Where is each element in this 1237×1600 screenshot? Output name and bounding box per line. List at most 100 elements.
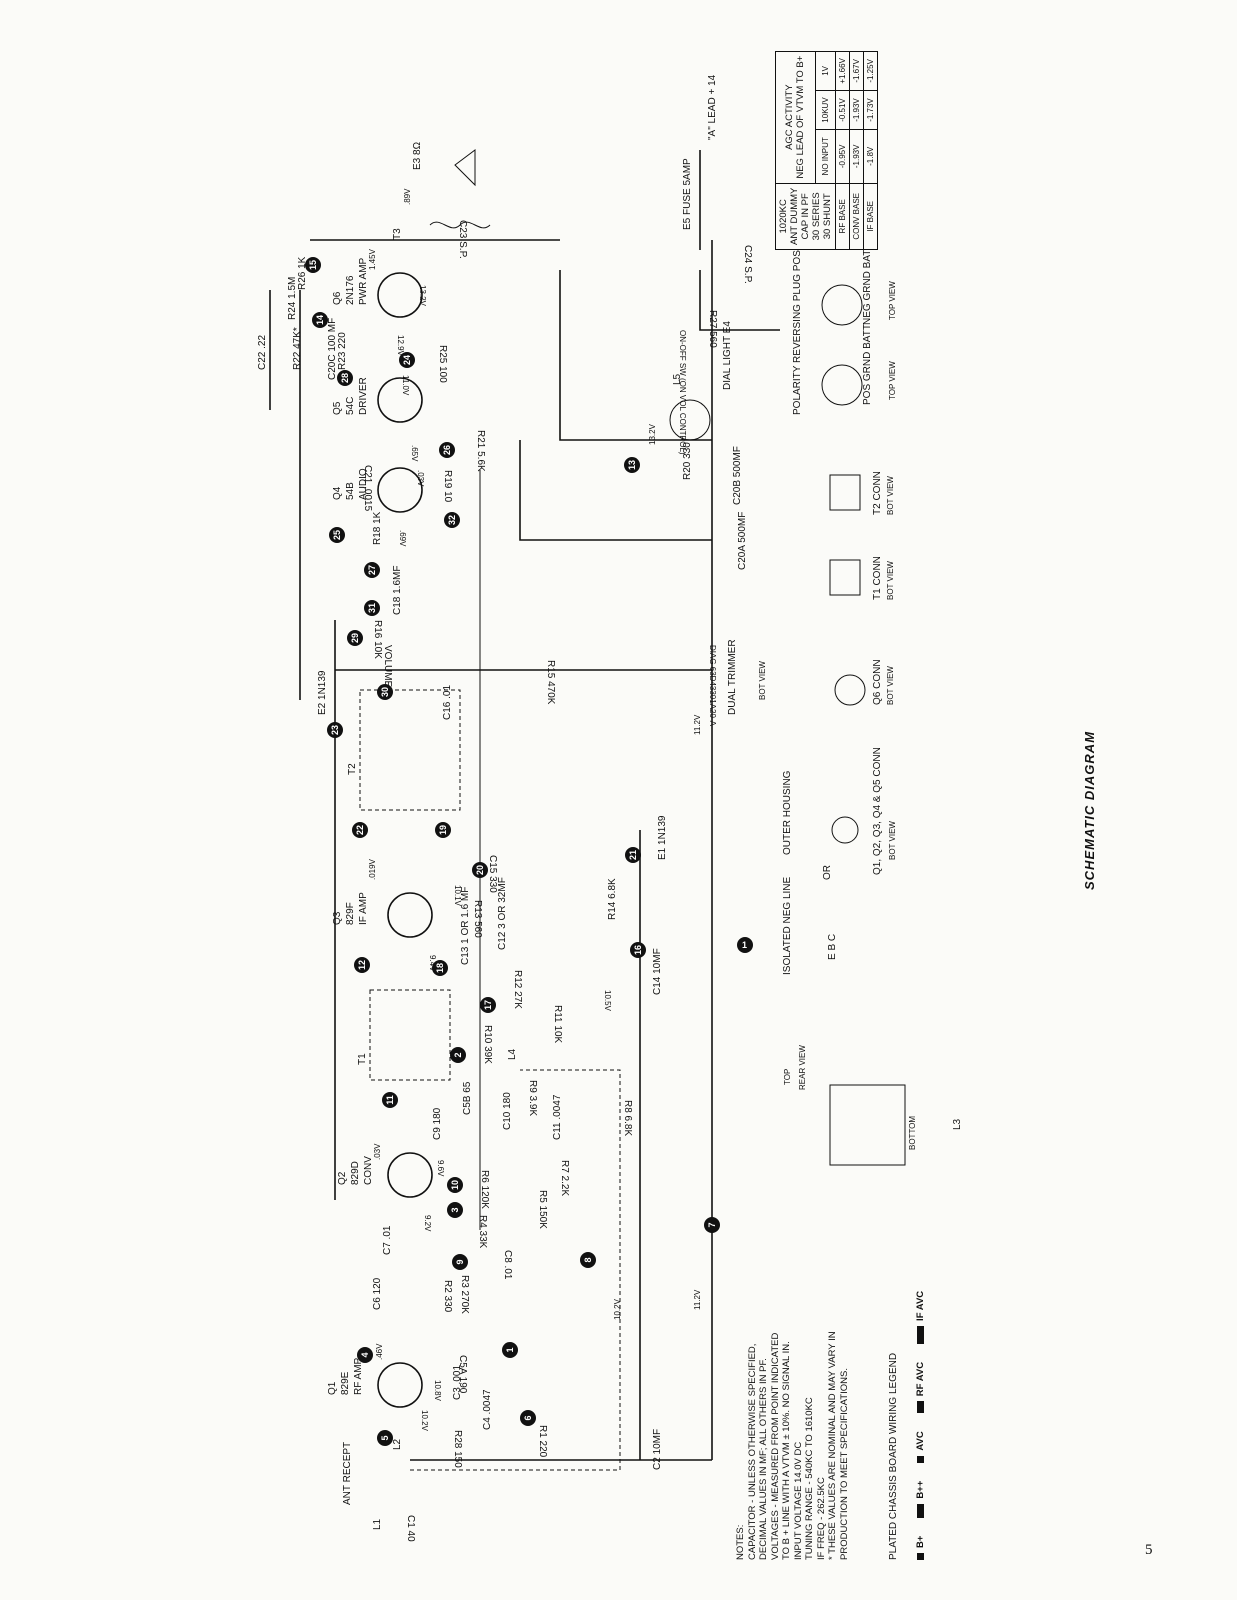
node-circle xyxy=(630,942,646,958)
agc-cell: -1.93V xyxy=(849,90,864,130)
q1-function: RF AMP xyxy=(353,1357,364,1395)
node-marker-5: 5 xyxy=(377,1430,393,1446)
pwr-bus xyxy=(559,270,712,441)
t2-conn-symbol xyxy=(829,474,861,511)
agc-row-label: CONV BASE xyxy=(849,183,864,250)
node-circle xyxy=(329,527,345,543)
c20a-label: C20A 500MF xyxy=(737,512,748,570)
r4-label: R4 33K xyxy=(477,1215,488,1249)
switch-line xyxy=(699,270,780,331)
coil-bottom-label: BOTTOM xyxy=(908,1116,917,1150)
agc-col-header: NO INPUT xyxy=(815,129,836,184)
polarity-plug xyxy=(669,399,711,441)
node-circle xyxy=(472,862,488,878)
node-circle xyxy=(447,1202,463,1218)
node-circle xyxy=(337,370,353,386)
node-circle xyxy=(580,1252,596,1268)
voltage-label: 11.2V xyxy=(693,714,702,735)
t2-conn-label: T2 CONN xyxy=(872,471,883,515)
r21-line xyxy=(519,440,712,541)
r3-label: R3 270K xyxy=(459,1275,470,1314)
legend-item-if-avc: IF AVC xyxy=(915,1291,926,1344)
c3-label: C3 .001 xyxy=(452,1365,463,1400)
q2-type: 829D xyxy=(350,1161,361,1185)
node-number: 22 xyxy=(355,825,365,835)
r20-label: R20 330 xyxy=(682,442,693,480)
q6-conn-label: Q6 CONN xyxy=(872,659,883,705)
node-circle xyxy=(305,257,321,273)
q6-conn-symbol xyxy=(834,674,866,706)
c12-label: C12 3 OR 32MF xyxy=(497,877,508,950)
q5-type: 54C xyxy=(345,397,356,415)
node-marker-19: 19 xyxy=(435,822,451,838)
node-marker-26: 26 xyxy=(439,442,455,458)
q6-symbol xyxy=(377,272,423,318)
notes-heading: NOTES: xyxy=(735,1524,746,1560)
legend-item-rf-avc: RF AVC xyxy=(915,1361,926,1414)
c9-label: C9 180 xyxy=(432,1107,443,1140)
node-number: 13 xyxy=(627,460,637,470)
node-number: 11 xyxy=(385,1095,395,1105)
node-number: 29 xyxy=(350,633,360,643)
legend-label: IF AVC xyxy=(915,1290,926,1321)
node-marker-7: 7 xyxy=(704,1217,720,1233)
node-marker-12: 12 xyxy=(354,957,370,973)
voltage-label: .46V xyxy=(375,1343,384,1360)
transistor-labels: Q1 829E RF AMP Q2 829D CONV Q3 829F IF A… xyxy=(327,257,374,1395)
q-conn-symbol xyxy=(831,816,859,844)
node-circle xyxy=(352,822,368,838)
node-circle xyxy=(399,352,415,368)
e5-label: E5 FUSE 5AMP xyxy=(682,158,693,230)
voltage-label: 10.2V xyxy=(613,1298,622,1320)
r1-label: R1 220 xyxy=(537,1425,548,1458)
trimmer-label: DUAL TRIMMER xyxy=(727,639,738,715)
node-number: 5 xyxy=(380,1435,390,1440)
agc-row-label: IF BASE xyxy=(863,183,878,250)
r21-label: R21 5.6K xyxy=(475,430,486,472)
q3-function: IF AMP xyxy=(358,892,369,925)
agc-col-header: 1V xyxy=(815,51,836,91)
trimmer-bot-view: BOT VIEW xyxy=(758,661,767,700)
neg-batt-plug xyxy=(821,284,863,326)
voltage-labels: 10.8V 10.2V 9.2V 9.6V .03V .46V 9.4V 10.… xyxy=(368,188,702,1432)
r16-label: R16 10K xyxy=(372,620,383,659)
node-marker-17: 17 xyxy=(480,997,496,1013)
pos-batt-label: POS GRND BATT xyxy=(862,324,873,405)
diag-label: DIAG 63D43301A20-A xyxy=(708,645,717,727)
node-marker-30: 30 xyxy=(377,684,393,700)
node-marker-25: 25 xyxy=(329,527,345,543)
l3-label: L3 xyxy=(952,1118,963,1130)
q3-type: 829F xyxy=(345,902,356,925)
notes-line: DECIMAL VALUES IN MF; ALL OTHERS IN PF. xyxy=(758,1358,769,1560)
isolated-label: ISOLATED NEG LINE xyxy=(782,876,793,975)
r13-label: R13 560 xyxy=(472,900,483,938)
r28-label: R28 150 xyxy=(452,1430,463,1468)
q6-function: PWR AMP xyxy=(358,257,369,305)
q4-type: 54B xyxy=(345,482,356,500)
node-marker-15: 15 xyxy=(305,257,321,273)
b-plus-plus-symbol xyxy=(917,1503,924,1518)
l4-label: L4 xyxy=(507,1048,518,1060)
r9-label: R9 3.9K xyxy=(527,1080,538,1116)
node-number: 32 xyxy=(447,515,457,525)
c10-label: C10 180 xyxy=(502,1092,513,1130)
r22-label: R22 47K* xyxy=(292,327,303,370)
r10-label: R10 39K xyxy=(482,1025,493,1064)
node-circle xyxy=(357,1347,373,1363)
c20c-label: C20C 100 MF xyxy=(327,318,338,380)
node-number: 15 xyxy=(308,260,318,270)
legend-label: RF AVC xyxy=(915,1361,926,1397)
node-number: 20 xyxy=(475,865,485,875)
e2-label: E2 1N139 xyxy=(317,670,328,715)
r5-label: R5 150K xyxy=(537,1190,548,1229)
c23-label: C23 S.P. xyxy=(457,220,468,259)
node-number: 4 xyxy=(360,1352,370,1357)
agc-corner-line: CAP IN PF xyxy=(800,193,811,240)
r19-label: R19 10 xyxy=(442,470,453,503)
node-marker-11: 11 xyxy=(382,1092,398,1108)
e4-label: DIAL LIGHT E4 xyxy=(722,321,733,390)
q-conn-label: Q1, Q2, Q3, Q4 & Q5 CONN xyxy=(872,747,883,875)
outer-label: OUTER HOUSING xyxy=(782,770,793,855)
